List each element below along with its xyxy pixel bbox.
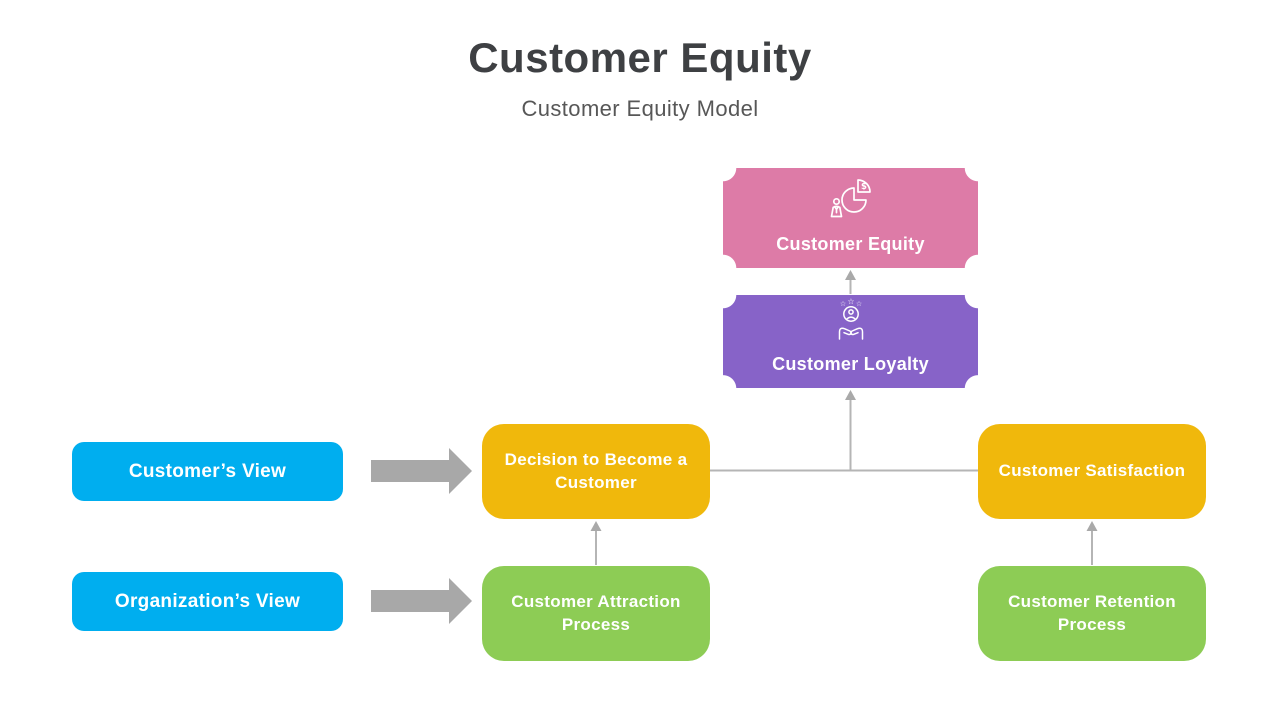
svg-text:☆: ☆ [839,300,845,308]
node-label: Customer Attraction Process [511,592,681,634]
node-customer-satisfaction: Customer Satisfaction [978,424,1206,519]
node-label: Decision to Become a Customer [504,450,688,492]
node-customer-attraction-process: Customer Attraction Process [482,566,710,661]
arrowhead-up-icon [590,521,602,531]
hands-holding-customer-icon: ☆ ☆ ☆ [838,298,863,340]
node-decision-to-become-customer: Decision to Become a Customer [482,424,710,519]
node-label: Customer Retention Process [1008,592,1176,634]
page-subtitle: Customer Equity Model [521,96,759,121]
node-organizations-view: Organization’s View [72,572,343,631]
pie-chart-dollar-person-icon: $ [830,179,871,218]
node-label: Customer Equity [776,234,925,254]
arrowhead-up-icon [1086,521,1098,531]
svg-text:☆: ☆ [855,300,861,308]
node-customer-retention-process: Customer Retention Process [978,566,1206,661]
page-title: Customer Equity [468,34,812,81]
node-label: Customer’s View [128,460,287,482]
arrowhead-up-icon [845,390,856,400]
node-customer-loyalty: ☆ ☆ ☆ Customer Loyalty [723,295,978,388]
right-arrow-icon [371,448,472,494]
svg-text:☆: ☆ [847,298,854,306]
node-customer-equity: $ Customer Equity [723,168,978,268]
right-arrow-icon [371,578,472,624]
node-label: Organization’s View [114,590,301,612]
node-customers-view: Customer’s View [72,442,343,501]
node-label: Customer Loyalty [772,354,929,374]
arrowhead-up-icon [845,270,856,280]
svg-text:$: $ [861,182,867,192]
node-label: Customer Satisfaction [998,461,1186,481]
